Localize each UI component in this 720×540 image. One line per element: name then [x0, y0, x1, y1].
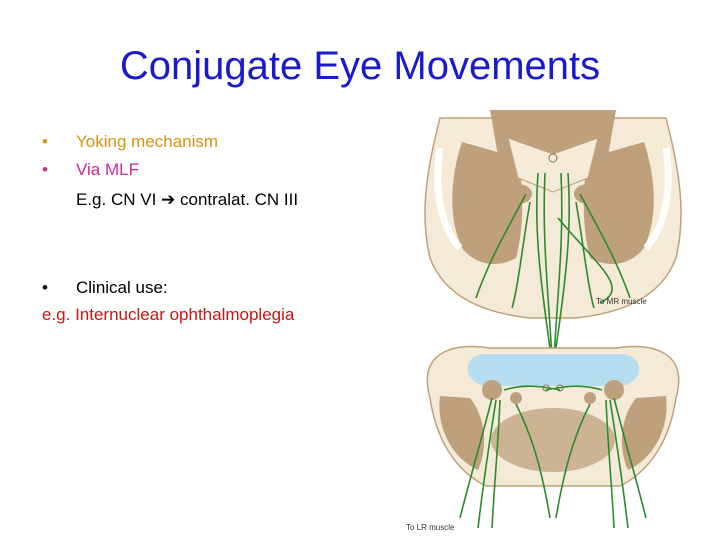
pons-right-lobe — [621, 396, 667, 470]
example-line: E.g. CN VI ➔ contralat. CN III — [76, 190, 299, 209]
pons-left-lobe — [439, 396, 485, 470]
bullet-text: Clinical use: — [76, 278, 168, 297]
clinical-example-line: e.g. Internuclear ophthalmoplegia — [42, 305, 295, 324]
abducens-nucleus-right — [604, 380, 624, 400]
label-mr-muscle: To MR muscle — [596, 297, 647, 306]
pprf-right — [584, 392, 596, 404]
aqueduct — [548, 153, 558, 163]
bullet-item-clinical: • Clinical use: — [42, 278, 168, 298]
abducens-nucleus-left — [482, 380, 502, 400]
pons-section — [426, 345, 680, 487]
oculomotor-nucleus-left — [504, 184, 532, 204]
oculomotor-fibers — [475, 172, 631, 359]
oculomotor-nucleus-right — [574, 184, 602, 204]
lemniscus-right — [643, 147, 672, 251]
bullet-marker: • — [42, 160, 48, 179]
lemniscus-left — [434, 147, 463, 251]
midbrain-section — [424, 110, 682, 319]
brainstem-diagram: To MR muscle To — [400, 98, 706, 540]
fourth-ventricle — [467, 354, 640, 386]
label-lr-muscle: To LR muscle — [406, 523, 455, 532]
bullet-item-yoking: • Yoking mechanism — [42, 132, 218, 152]
pprf-left — [510, 392, 522, 404]
slide-title: Conjugate Eye Movements — [119, 44, 601, 88]
abducens-fibers — [459, 385, 647, 529]
bullet-text: Via MLF — [76, 160, 139, 179]
basilar-pons — [491, 408, 615, 472]
bullet-item-mlf: • Via MLF — [42, 160, 139, 180]
bullet-marker: • — [42, 278, 48, 297]
bullet-marker: • — [42, 132, 48, 151]
bullet-text: Yoking mechanism — [76, 132, 219, 151]
